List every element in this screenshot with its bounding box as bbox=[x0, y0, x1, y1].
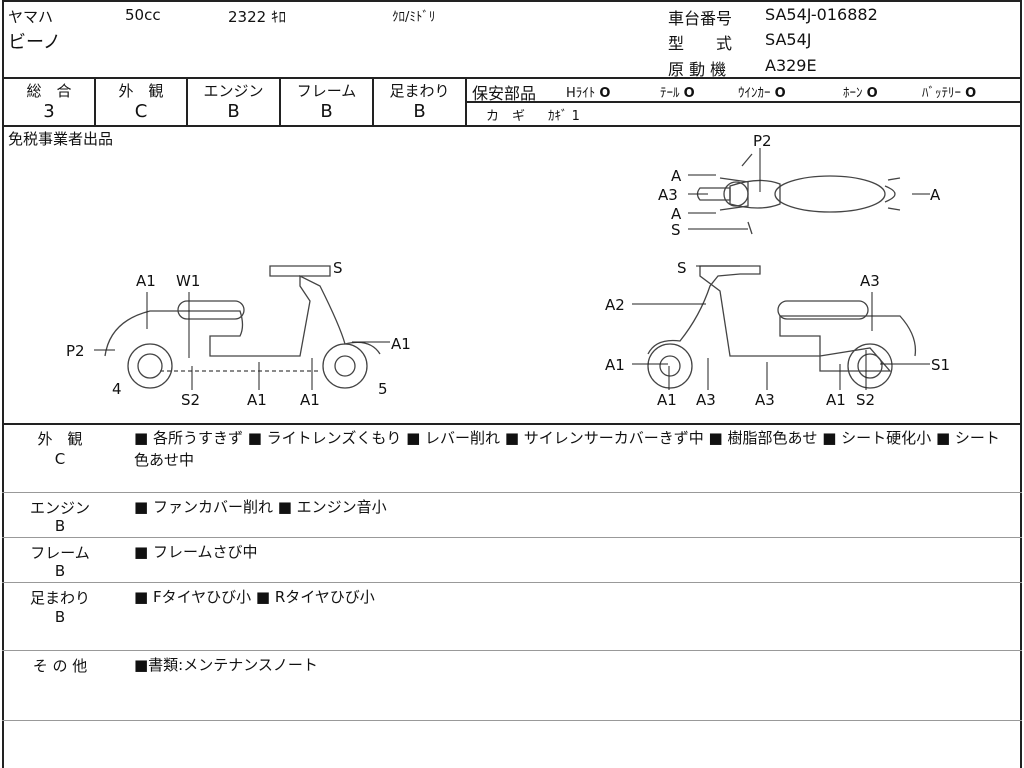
chassis-value: SA54J-016882 bbox=[765, 5, 878, 24]
damage-label: A3 bbox=[696, 391, 716, 409]
damage-label: 4 bbox=[112, 380, 122, 398]
color: ｸﾛ/ﾐﾄﾞﾘ bbox=[392, 10, 436, 25]
tax-exempt-note: 免税事業者出品 bbox=[8, 130, 114, 148]
rating-frame-label: フレーム bbox=[296, 82, 357, 100]
model-name: ビーノ bbox=[8, 32, 61, 53]
safety-horn: ﾎｰﾝ O bbox=[843, 86, 878, 101]
type-label: 型 式 bbox=[668, 34, 733, 53]
rating-engine-value: B bbox=[227, 101, 240, 122]
damage-label: S1 bbox=[931, 356, 951, 374]
rating-suspension-value: B bbox=[413, 101, 426, 122]
chassis-label: 車台番号 bbox=[668, 9, 733, 28]
damage-label: S bbox=[671, 221, 681, 239]
damage-label: A1 bbox=[136, 272, 156, 290]
damage-label: A1 bbox=[826, 391, 846, 409]
left-side-diagram bbox=[94, 265, 390, 390]
safety-battery: ﾊﾞｯﾃﾘｰ O bbox=[922, 86, 977, 101]
damage-label: P2 bbox=[66, 342, 85, 360]
key-value: ｶｷﾞ 1 bbox=[548, 109, 580, 124]
rating-exterior-label: 外 観 bbox=[118, 82, 164, 100]
mileage: 2322 ｷﾛ bbox=[228, 8, 286, 26]
damage-label: 5 bbox=[378, 380, 388, 398]
damage-label: A bbox=[671, 205, 682, 223]
safety-tail: ﾃｰﾙ O bbox=[660, 86, 695, 101]
safety-headlight: Hﾗｲﾄ O bbox=[566, 86, 611, 101]
rating-exterior-value: C bbox=[134, 101, 148, 122]
maker: ヤマハ bbox=[8, 8, 54, 26]
top-view-diagram bbox=[688, 148, 930, 235]
damage-label: S bbox=[333, 259, 343, 277]
displacement: 50cc bbox=[125, 6, 161, 24]
damage-label: A1 bbox=[247, 391, 267, 409]
safety-winker: ｳｲﾝｶｰ O bbox=[738, 86, 786, 101]
rating-total-value: 3 bbox=[43, 101, 55, 122]
damage-label: A1 bbox=[657, 391, 677, 409]
damage-label: P2 bbox=[753, 132, 772, 150]
damage-label: A3 bbox=[860, 272, 880, 290]
damage-label: S bbox=[677, 259, 687, 277]
scooter-diagrams bbox=[94, 148, 930, 390]
damage-label: A1 bbox=[391, 335, 411, 353]
damage-label: S2 bbox=[181, 391, 201, 409]
damage-label: A3 bbox=[755, 391, 775, 409]
key-label: カ ギ bbox=[486, 109, 526, 124]
damage-label: A bbox=[930, 186, 941, 204]
damage-label: S2 bbox=[856, 391, 876, 409]
type-value: SA54J bbox=[765, 30, 812, 49]
damage-label: A1 bbox=[300, 391, 320, 409]
damage-label: A3 bbox=[658, 186, 678, 204]
damage-label: A bbox=[671, 167, 682, 185]
right-side-diagram bbox=[632, 265, 930, 390]
damage-label: W1 bbox=[176, 272, 201, 290]
engine-label: 原 動 機 bbox=[668, 60, 727, 79]
engine-value: A329E bbox=[765, 56, 817, 75]
rating-frame-value: B bbox=[320, 101, 333, 122]
rating-engine-label: エンジン bbox=[203, 82, 264, 100]
damage-label: A2 bbox=[605, 296, 625, 314]
rating-total-label: 総 合 bbox=[26, 82, 72, 100]
rating-suspension-label: 足まわり bbox=[389, 82, 450, 100]
safety-label: 保安部品 bbox=[472, 84, 537, 103]
damage-label: A1 bbox=[605, 356, 625, 374]
